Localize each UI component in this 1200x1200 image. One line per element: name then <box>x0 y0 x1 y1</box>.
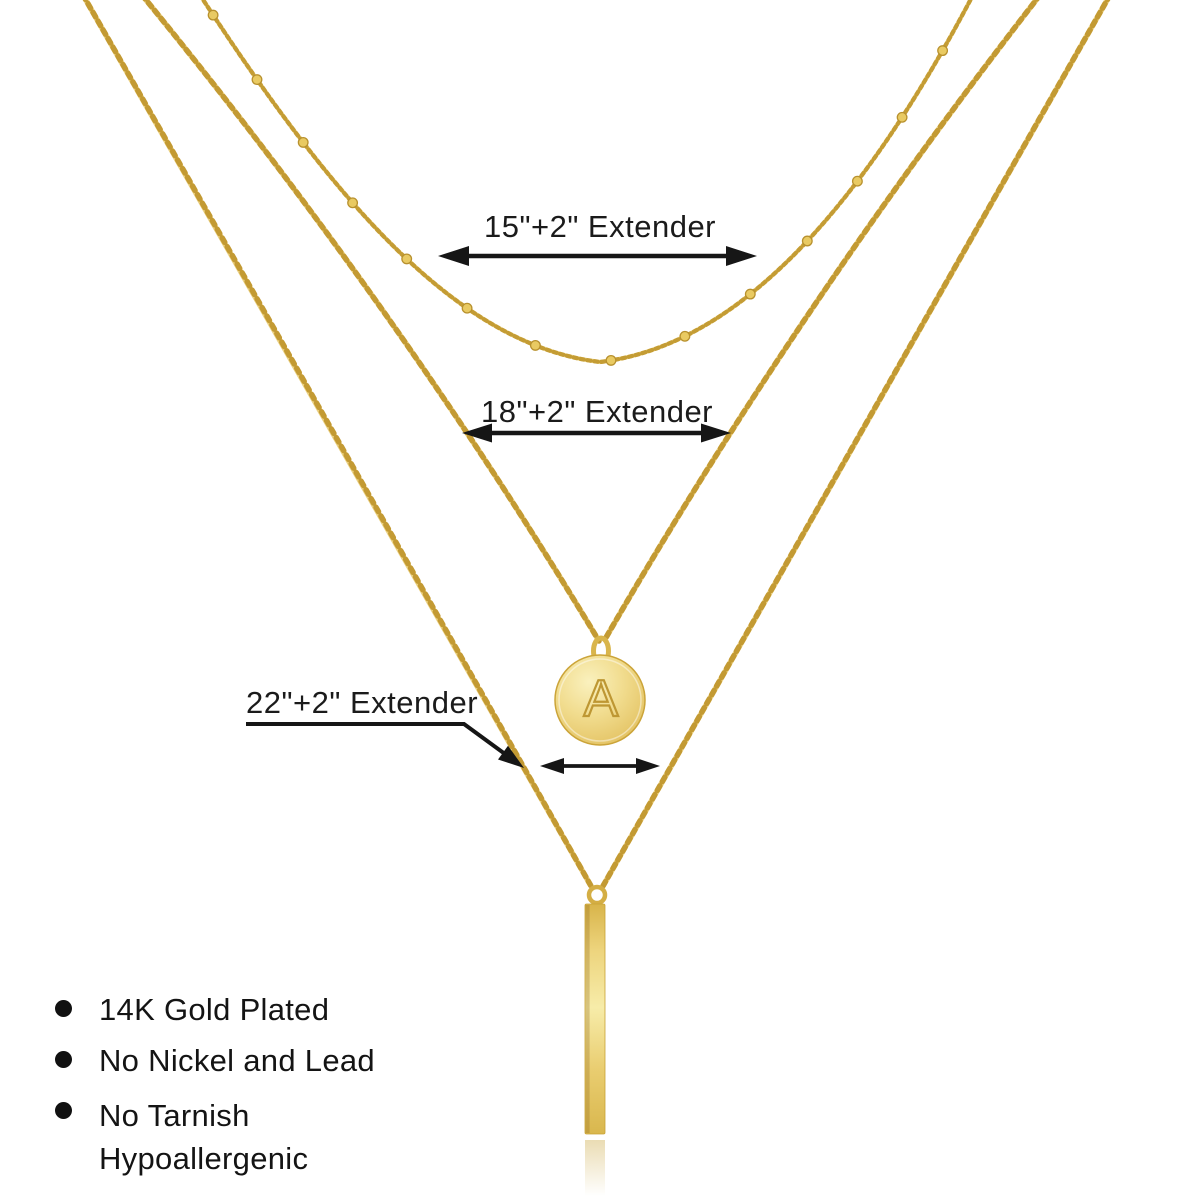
arrow-22-inch-span <box>540 758 660 774</box>
chain-15-inch-satellite <box>200 0 973 366</box>
satellite-chain-beads <box>207 9 949 366</box>
feature-item: No Tarnish Hypoallergenic <box>46 1094 375 1181</box>
bullet-icon <box>55 1102 72 1119</box>
label-15-inch-extender: 15"+2" Extender <box>483 209 717 244</box>
label-18-inch-extender: 18"+2" Extender <box>480 394 714 429</box>
chain-bead <box>461 302 473 314</box>
chain-18-inch <box>142 0 1040 644</box>
chain-bead <box>605 354 617 366</box>
feature-text: 14K Gold Plated <box>99 992 330 1027</box>
disc-pendant: A <box>554 635 646 746</box>
measurement-annotations <box>246 246 757 774</box>
feature-text: No Nickel and Lead <box>99 1043 375 1078</box>
chain-bead <box>937 45 949 57</box>
disc-initial-letter: A <box>584 670 619 728</box>
feature-text: No Tarnish Hypoallergenic <box>99 1098 309 1177</box>
leader-line-22-inch <box>246 722 524 768</box>
bar-pendant-ring <box>586 884 608 906</box>
arrow-18-inch <box>462 423 731 443</box>
feature-item: No Nickel and Lead <box>46 1043 375 1079</box>
chain-22-inch <box>82 0 1111 889</box>
chain-bead <box>529 339 541 351</box>
label-22-inch-extender: 22"+2" Extender <box>246 685 479 720</box>
bullet-icon <box>55 1051 72 1068</box>
arrow-15-inch <box>438 246 757 266</box>
chain-bead <box>801 235 813 247</box>
chain-bead <box>347 197 359 209</box>
bar-pendant <box>584 884 608 1196</box>
chain-bead <box>251 74 263 86</box>
bullet-icon <box>55 1000 72 1017</box>
chain-bead <box>297 136 309 148</box>
chain-bead <box>896 111 908 123</box>
chain-bead <box>207 9 219 21</box>
chain-bead <box>679 330 691 342</box>
chain-bead <box>401 253 413 265</box>
chain-bead <box>744 288 756 300</box>
bar-pendant-reflection <box>585 1140 605 1196</box>
chain-bead <box>851 175 863 187</box>
feature-item: 14K Gold Plated <box>46 992 375 1028</box>
feature-list: 14K Gold Plated No Nickel and Lead No Ta… <box>46 992 375 1181</box>
